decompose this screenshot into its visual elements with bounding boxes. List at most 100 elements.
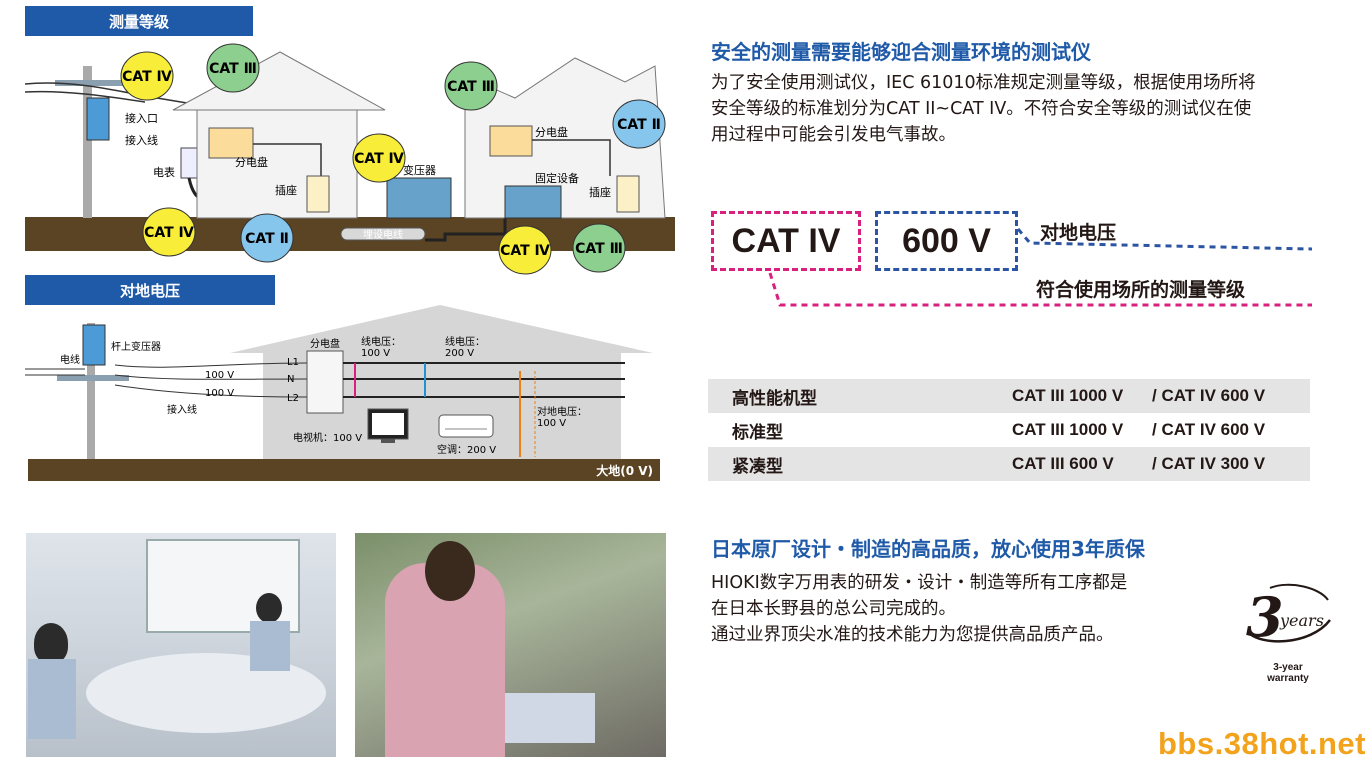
cat3-rating: CAT III 600 V [1012,454,1114,473]
label-volt-a: 100 V [205,370,234,381]
badge-cat2-outlet-right: CAT Ⅱ [612,99,666,149]
svg-text:CAT Ⅱ: CAT Ⅱ [245,231,289,247]
transformer-box [386,177,452,219]
warranty-line1: 3-year [1273,662,1303,673]
svg-text:CAT Ⅳ: CAT Ⅳ [354,151,404,167]
label-earth: 大地(0 V) [596,463,653,478]
label-service-line: 接入线 [125,133,158,147]
office-meeting-photo [26,533,336,757]
label-line-voltage-2-val: 200 V [445,348,474,359]
label-transformer: 变压器 [403,163,436,177]
badge-cat4-buried: CAT Ⅳ [498,225,552,275]
outlet-right [616,175,640,213]
panel-switch-box [306,350,344,414]
svg-text:CAT Ⅲ: CAT Ⅲ [447,79,495,95]
label-ac: 空调：200 V [437,443,496,456]
panel-box-left [208,127,254,159]
label-entrance: 接入口 [125,112,158,125]
label-l2: L2 [287,393,299,404]
measurement-category-diagram: 接入口 接入线 电表 分电盘 插座 变压器 埋设电线 分电盘 固定设备 插座 C… [25,43,675,275]
badge-cat4-transformer: CAT Ⅳ [352,133,406,183]
cat-rating-box: CAT IV [711,211,861,271]
panel-box-right [489,125,533,157]
table-row: 紧凑型 CAT III 600 V / CAT IV 300 V [708,447,1310,481]
quality-heading: 日本原厂设计・制造的高品质，放心使用3年质保 [711,537,1145,561]
ground-voltage-diagram: 大地(0 V) 电线 杆上变压器 接入线 100 V 100 V 分电盘 L1 … [25,305,660,481]
label-fixed-equipment: 固定设备 [535,171,579,185]
safety-line: 安全等级的标准划分为CAT II~CAT IV。不符合安全等级的测试仪在使 [711,99,1252,119]
meter-box [180,147,198,179]
model-name: 标准型 [732,422,783,443]
badge-cat4-meter: CAT Ⅳ [142,207,196,257]
label-power-line: 电线 [60,353,80,366]
voltage-caption: 对地电压 [1040,222,1117,244]
quality-paragraph: HIOKI数字万用表的研发・设计・制造等所有工序都是 在日本长野县的总公司完成的… [711,570,1127,648]
svg-text:CAT Ⅲ: CAT Ⅲ [575,241,623,257]
warranty-line2: warranty [1267,673,1309,684]
cat4-rating: / CAT IV 600 V [1152,420,1266,439]
earth-strip [28,459,660,481]
label-l1: L1 [287,357,299,368]
warranty-badge: 3 years 3-year warranty [1240,580,1336,686]
badge-cat3-fixed: CAT Ⅲ [572,223,626,273]
cat4-rating: / CAT IV 300 V [1152,454,1266,473]
label-tv: 电视机：100 V [293,431,362,444]
label-ground-voltage-val: 100 V [537,418,566,429]
safety-line: 为了安全使用测试仪，IEC 61010标准规定测量等级，根据使用场所将 [711,73,1256,93]
voltage-rating-box: 600 V [875,211,1018,271]
label-ground-voltage: 对地电压： [537,405,587,418]
label-line-voltage-1: 线电压： [361,335,401,348]
house-outline [172,51,386,111]
svg-text:CAT Ⅳ: CAT Ⅳ [500,243,550,259]
label-n: N [287,374,294,385]
svg-text:CAT Ⅱ: CAT Ⅱ [617,117,661,133]
label-panel: 分电盘 [310,337,340,350]
table-row: 高性能机型 CAT III 1000 V / CAT IV 600 V [708,379,1310,413]
label-buried-cable: 埋设电线 [363,228,403,241]
cat3-rating: CAT III 1000 V [1012,386,1124,405]
badge-cat3-house: CAT Ⅲ [206,43,260,93]
badge-cat4-pole: CAT Ⅳ [120,51,174,101]
label-panel-left: 分电盘 [235,155,268,169]
svg-text:3: 3 [1246,585,1284,649]
label-service-line: 接入线 [167,403,197,416]
section-title-measurement-category: 测量等级 [25,6,253,36]
svg-text:CAT Ⅳ: CAT Ⅳ [144,225,194,241]
model-name: 紧凑型 [732,456,783,477]
label-line-voltage-1-val: 100 V [361,348,390,359]
svg-text:CAT Ⅳ: CAT Ⅳ [122,69,172,85]
utility-pole [83,66,92,218]
label-volt-b: 100 V [205,388,234,399]
air-conditioner-icon [438,414,494,438]
warranty-logo-icon: 3 years [1246,583,1331,649]
label-panel-right: 分电盘 [535,125,568,139]
label-meter: 电表 [153,165,175,179]
label-line-voltage-2: 线电压： [445,335,485,348]
badge-cat2-outlet-left: CAT Ⅱ [240,213,294,263]
section-title-ground-voltage: 对地电压 [25,275,275,305]
label-outlet-left: 插座 [275,183,297,197]
model-name: 高性能机型 [732,388,817,409]
cat4-rating: / CAT IV 600 V [1152,386,1266,405]
quality-line: 通过业界顶尖水准的技术能力为您提供高品质产品。 [711,625,1114,645]
safety-heading: 安全的测量需要能够迎合测量环境的测试仪 [711,40,1091,64]
badge-cat3-factory: CAT Ⅲ [444,61,498,111]
factory-worker-photo [355,533,666,757]
watermark: bbs.38hot.net [1157,726,1366,761]
buried-cable [340,227,426,241]
spec-table: 高性能机型 CAT III 1000 V / CAT IV 600 V 标准型 … [708,379,1310,481]
cat-caption: 符合使用场所的测量等级 [1036,279,1246,301]
table-row: 标准型 CAT III 1000 V / CAT IV 600 V [708,413,1310,447]
pole-transformer [86,97,110,141]
safety-paragraph: 为了安全使用测试仪，IEC 61010标准规定测量等级，根据使用场所将 安全等级… [711,70,1256,148]
label-pole-transformer: 杆上变压器 [111,340,161,353]
cat3-rating: CAT III 1000 V [1012,420,1124,439]
quality-line: HIOKI数字万用表的研发・设计・制造等所有工序都是 [711,573,1128,593]
outlet-left [306,175,330,213]
fixed-equipment-box [504,185,562,219]
safety-line: 用过程中可能会引发电气事故。 [711,125,956,145]
svg-text:CAT Ⅲ: CAT Ⅲ [209,61,257,77]
label-outlet-right: 插座 [589,185,611,199]
quality-line: 在日本长野县的总公司完成的。 [711,599,956,619]
svg-text:years: years [1279,611,1324,630]
